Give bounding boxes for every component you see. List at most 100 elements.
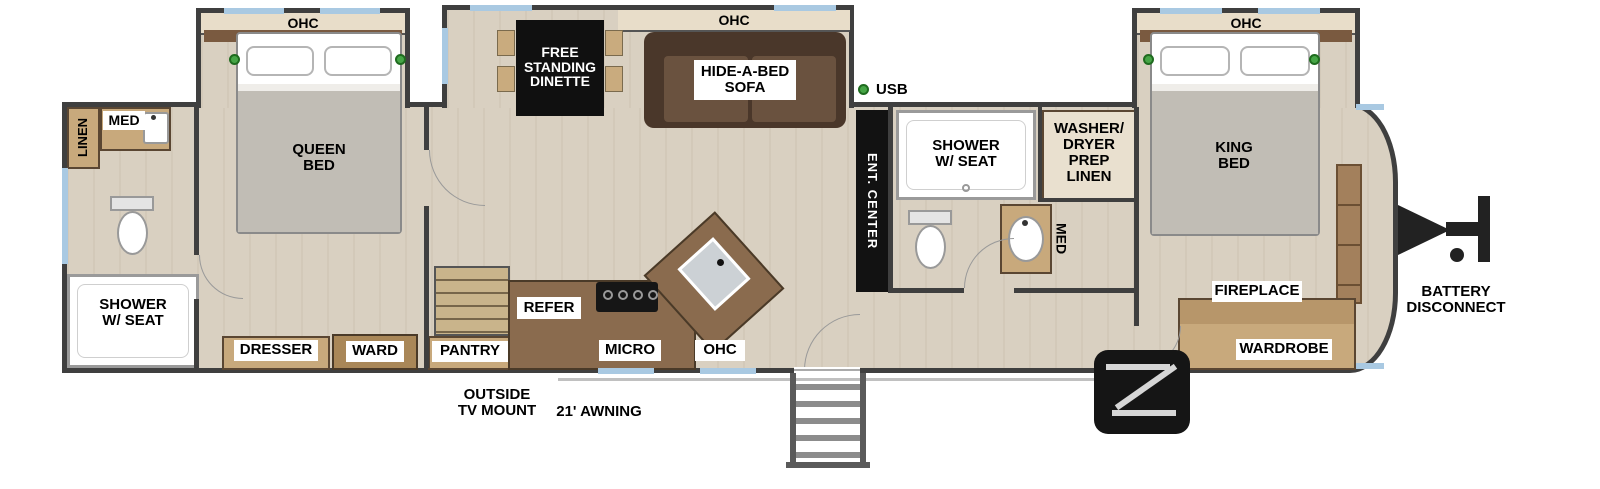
solid-steps-tread xyxy=(1106,364,1170,370)
reading-light-dot xyxy=(229,54,240,65)
king-bed-label: KING BED xyxy=(1215,138,1253,172)
entry-ladder-base xyxy=(786,462,870,468)
queen-pillow-left xyxy=(246,46,314,76)
faucet-dot xyxy=(717,259,724,266)
hitch-jack-knob xyxy=(1450,248,1464,262)
wall xyxy=(1134,292,1139,326)
ent-center-label: ENT. CENTER xyxy=(864,152,880,250)
queen-pillow-right xyxy=(324,46,392,76)
reading-light-dot xyxy=(1143,54,1154,65)
queen-bed-label: QUEEN BED xyxy=(292,140,346,174)
window xyxy=(700,368,756,374)
dinette-table xyxy=(516,20,604,116)
wall xyxy=(1038,198,1138,202)
living-ohc-label: OHC xyxy=(718,11,750,28)
wall xyxy=(1134,107,1139,292)
window xyxy=(1356,104,1384,110)
sofa-label: HIDE-A-BED SOFA xyxy=(694,60,796,100)
entry-ladder-step xyxy=(796,418,860,424)
window xyxy=(1258,8,1320,14)
toilet-tank xyxy=(110,196,154,211)
living-ohc-cabinet xyxy=(618,10,850,32)
steps-to-bedroom xyxy=(434,266,510,336)
usb-label: USB xyxy=(876,80,908,98)
entry-ladder-step xyxy=(796,384,860,390)
wall xyxy=(194,299,199,368)
linen-label: LINEN xyxy=(75,118,91,158)
entry-ladder-rail xyxy=(790,373,796,467)
bath-sink xyxy=(143,112,169,144)
awning-label: 21' AWNING xyxy=(556,402,642,420)
mid-shower-label: SHOWER W/ SEAT xyxy=(932,136,1000,170)
wall xyxy=(424,206,429,368)
toilet-tank xyxy=(908,210,952,225)
fireplace-label: FIREPLACE xyxy=(1212,281,1302,302)
washer-dryer-label: WASHER/ DRYER PREP LINEN xyxy=(1053,119,1124,186)
burner-icon xyxy=(618,290,628,300)
reading-light-dot xyxy=(1309,54,1320,65)
entertainment-center xyxy=(856,110,888,292)
reading-light-dot xyxy=(395,54,406,65)
queen-blanket xyxy=(238,84,400,232)
dinette-label: FREE STANDING DINETTE xyxy=(523,43,597,90)
rear-shower-pan xyxy=(77,284,189,358)
wall xyxy=(888,288,964,293)
entry-ladder-rail xyxy=(860,373,866,467)
window xyxy=(442,28,448,84)
window xyxy=(470,5,532,11)
kitchen-ohc-label: OHC xyxy=(695,340,745,361)
king-sheet-fold xyxy=(1152,84,1318,91)
window xyxy=(774,5,836,11)
fireplace-shelf xyxy=(1180,300,1354,324)
window xyxy=(1160,8,1222,14)
console-shelf-line xyxy=(1338,244,1360,246)
entry-ladder-step xyxy=(796,401,860,407)
hitch-a-frame xyxy=(1396,204,1450,256)
ward-label: WARD xyxy=(346,341,404,362)
rear-ohc-label: OHC xyxy=(287,14,319,31)
shower-drain-icon xyxy=(962,184,970,192)
wall xyxy=(1014,288,1138,293)
king-pillow-left xyxy=(1160,46,1230,76)
battery-disconnect-label: BATTERY DISCONNECT xyxy=(1406,282,1506,316)
rear-shower-label: SHOWER W/ SEAT xyxy=(99,295,167,329)
med-label: MED xyxy=(103,111,145,130)
entry-door-threshold xyxy=(794,369,860,371)
entry-ladder-step xyxy=(796,435,860,441)
dinette-chair xyxy=(605,66,623,92)
refer-label: REFER xyxy=(517,297,581,319)
wall xyxy=(194,107,199,255)
hitch-coupler-bar xyxy=(1478,196,1490,262)
window xyxy=(1356,363,1384,369)
window xyxy=(62,168,68,264)
king-pillow-right xyxy=(1240,46,1310,76)
outside-tv-mount-label: OUTSIDE TV MOUNT xyxy=(457,385,537,419)
front-ohc-label: OHC xyxy=(1230,14,1262,31)
usb-indicator-dot xyxy=(858,84,869,95)
toilet xyxy=(915,225,946,269)
window xyxy=(320,8,380,14)
king-blanket xyxy=(1152,84,1318,234)
hitch-tongue-beam xyxy=(1446,222,1484,236)
queen-sheet-fold xyxy=(238,84,400,91)
wall xyxy=(1038,107,1042,202)
faucet-dot xyxy=(1022,220,1028,226)
dinette-chair xyxy=(605,30,623,56)
pantry-label: PANTRY xyxy=(432,341,508,362)
wall xyxy=(424,107,429,150)
window xyxy=(224,8,284,14)
entry-ladder-step xyxy=(796,452,860,458)
dresser-label: DRESSER xyxy=(234,340,318,361)
linen-cabinet xyxy=(67,107,100,169)
entry-door-opening xyxy=(794,367,860,375)
faucet-dot xyxy=(151,115,156,120)
burner-icon xyxy=(648,290,658,300)
wall xyxy=(888,107,893,293)
toilet xyxy=(117,211,148,255)
solid-steps-tread xyxy=(1112,410,1176,416)
console-shelf-line xyxy=(1338,204,1360,206)
wardrobe-label: WARDROBE xyxy=(1236,339,1332,360)
mid-med-label: MED xyxy=(1053,223,1070,255)
dinette-chair xyxy=(497,30,515,56)
